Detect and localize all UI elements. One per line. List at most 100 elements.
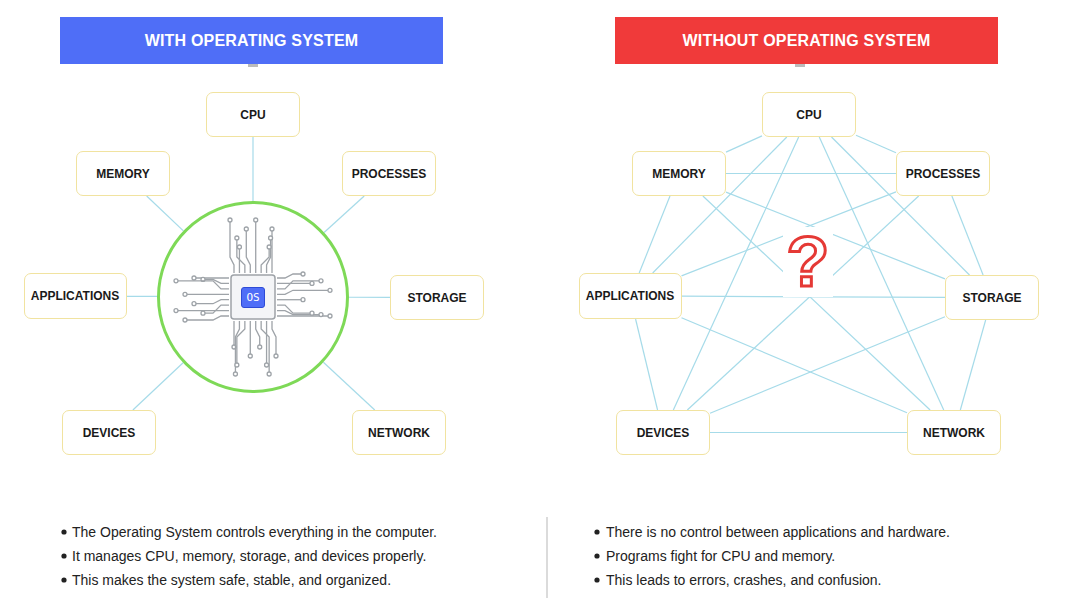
trace-pad <box>235 236 239 240</box>
component-box: PROCESSES <box>896 151 990 196</box>
component-label: CPU <box>240 108 265 122</box>
component-box: DEVICES <box>616 410 710 455</box>
connector-line <box>324 196 364 232</box>
component-label: APPLICATIONS <box>586 289 674 303</box>
header-tab <box>248 64 258 67</box>
circuit-trace <box>203 305 229 313</box>
trace-pad <box>269 236 273 240</box>
trace-pad <box>265 363 269 367</box>
circuit-trace <box>266 321 267 365</box>
connector-line <box>147 196 184 231</box>
circuit-trace <box>261 321 269 374</box>
trace-pad <box>267 245 271 249</box>
component-label: MEMORY <box>652 167 706 181</box>
connector-line <box>710 432 907 433</box>
circuit-trace <box>237 238 245 273</box>
trace-pad <box>258 345 262 349</box>
circuit-trace <box>277 281 321 289</box>
circuit-trace <box>261 247 269 273</box>
circuit-trace <box>176 281 229 289</box>
circuit-trace <box>194 277 229 278</box>
bullet-dot <box>61 553 66 558</box>
trace-pad <box>183 292 187 296</box>
connector-line <box>856 135 896 153</box>
circuit-trace <box>176 310 229 311</box>
chip-body <box>231 275 275 319</box>
connector-line <box>703 196 930 410</box>
circuit-trace <box>246 229 250 273</box>
circuit-trace <box>277 274 303 278</box>
circuit-trace <box>239 247 240 273</box>
component-label: DEVICES <box>637 426 690 440</box>
connector-line <box>636 319 658 410</box>
component-box: CPU <box>762 92 856 137</box>
component-box: MEMORY <box>76 151 170 196</box>
component-box: APPLICATIONS <box>24 273 127 319</box>
component-label: PROCESSES <box>352 167 427 181</box>
trace-pad <box>301 272 305 276</box>
trace-pad <box>174 309 178 313</box>
trace-pad <box>174 279 178 283</box>
panel-header: WITH OPERATING SYSTEM <box>60 17 443 64</box>
trace-pad <box>328 288 332 292</box>
connector-line <box>682 318 908 413</box>
trace-pad <box>228 218 232 222</box>
header-tab <box>795 64 805 67</box>
trace-pad <box>274 354 278 358</box>
trace-pad <box>201 311 205 315</box>
bullet-dot <box>594 577 599 582</box>
bullet-text: There is no control between applications… <box>606 523 950 541</box>
component-label: NETWORK <box>923 426 985 440</box>
header-text: WITH OPERATING SYSTEM <box>145 32 359 50</box>
trace-pad <box>235 363 239 367</box>
connector-line <box>726 192 945 279</box>
circuit-trace <box>230 220 234 273</box>
component-box: PROCESSES <box>342 151 436 196</box>
trace-pad <box>270 227 274 231</box>
trace-pad <box>244 227 248 231</box>
trace-pad <box>248 354 252 358</box>
connector-line <box>252 137 253 201</box>
component-label: NETWORK <box>368 426 430 440</box>
trace-pad <box>319 279 323 283</box>
component-box: CPU <box>206 92 300 137</box>
trace-pad <box>254 218 258 222</box>
bullet-dot <box>61 529 66 534</box>
circuit-trace <box>256 321 260 347</box>
connector-line <box>349 297 390 298</box>
circuit-trace <box>250 321 251 356</box>
question-mark: ? <box>783 227 834 297</box>
circuit-trace <box>277 299 303 300</box>
connector-line <box>710 317 945 413</box>
circuit-trace <box>272 321 276 356</box>
component-label: APPLICATIONS <box>31 289 119 303</box>
trace-pad <box>192 302 196 306</box>
bullet-text: This leads to errors, crashes, and confu… <box>606 571 881 589</box>
connector-line <box>726 173 896 174</box>
circuit-trace <box>277 290 330 294</box>
component-label: STORAGE <box>407 291 466 305</box>
bullet-dot <box>594 553 599 558</box>
os-chip-label: OS <box>241 287 264 308</box>
connector-line <box>726 136 762 152</box>
component-box: APPLICATIONS <box>579 273 682 319</box>
component-box: NETWORK <box>907 410 1001 455</box>
component-box: STORAGE <box>390 275 484 320</box>
trace-pad <box>301 298 305 302</box>
trace-pad <box>328 314 332 318</box>
component-label: MEMORY <box>96 167 150 181</box>
trace-pad <box>310 311 314 315</box>
trace-pad <box>183 318 187 322</box>
circuit-trace <box>277 283 312 284</box>
bullet-text: The Operating System controls everything… <box>72 523 437 541</box>
bullet-dot <box>594 529 599 534</box>
circuit-trace <box>233 321 234 347</box>
connector-line <box>133 363 183 410</box>
component-box: NETWORK <box>352 410 446 455</box>
component-label: STORAGE <box>962 291 1021 305</box>
column-divider <box>546 517 548 598</box>
connector-line <box>952 196 983 275</box>
component-box: DEVICES <box>62 410 156 455</box>
component-label: DEVICES <box>83 426 136 440</box>
circuit-trace <box>185 316 229 320</box>
